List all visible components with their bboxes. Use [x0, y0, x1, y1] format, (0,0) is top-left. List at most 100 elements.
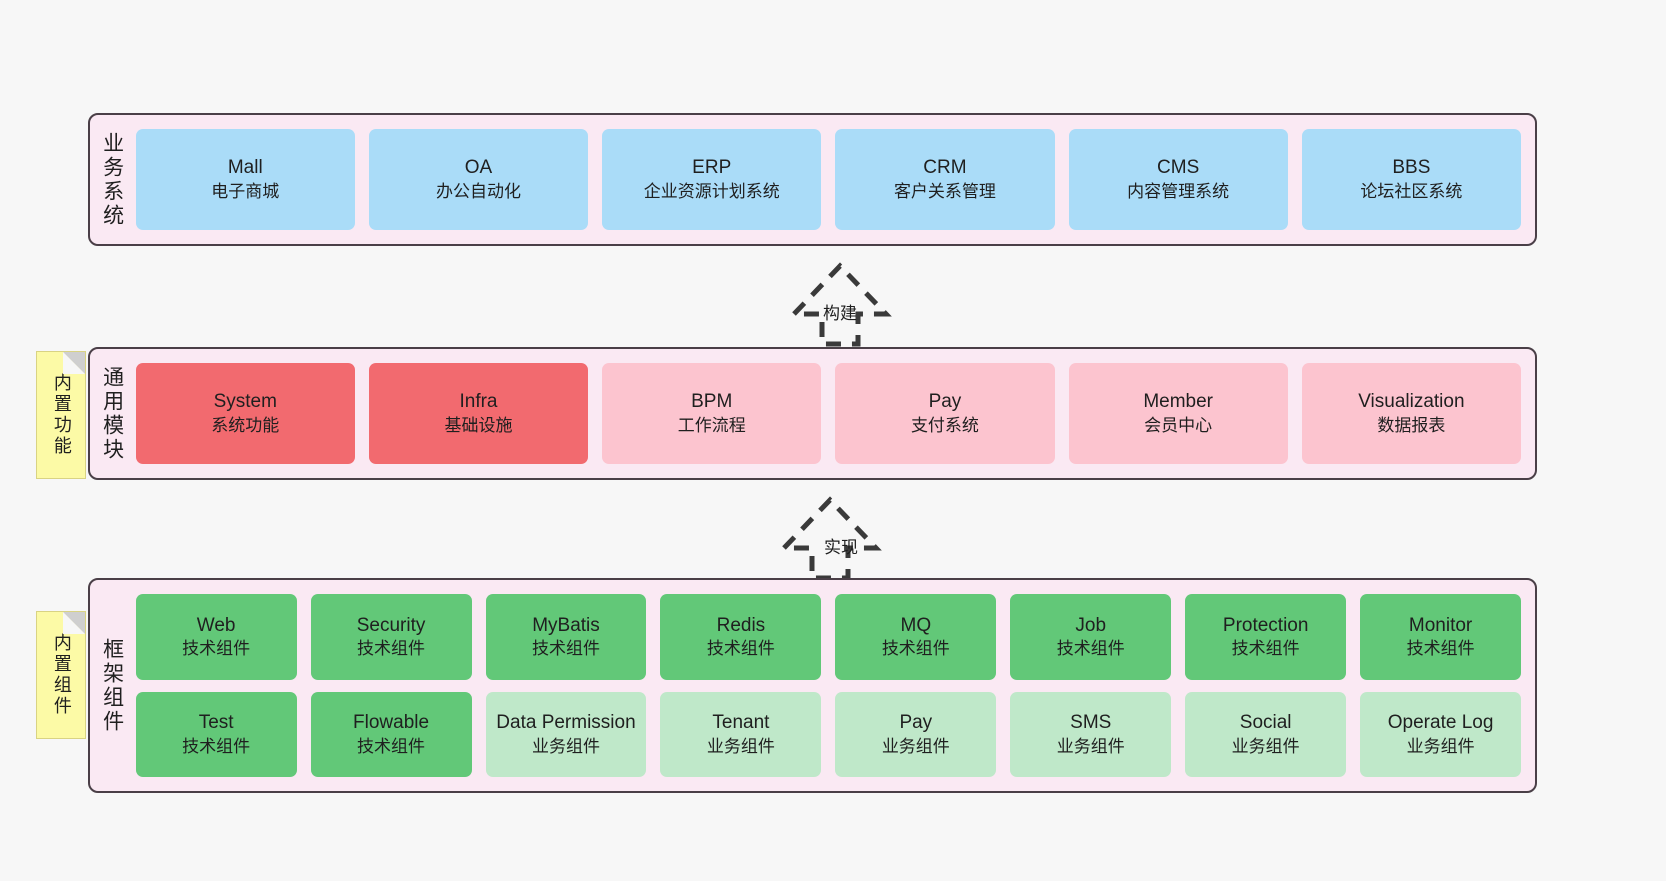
common-card-list: System 系统功能 Infra 基础设施 BPM 工作流程 Pay 支付系统…: [132, 349, 1535, 478]
card-desc: 技术组件: [182, 736, 251, 756]
layer-framework-component: 框架组件 Web 技术组件 Security 技术组件 MyBatis 技术组件…: [88, 578, 1537, 793]
card-title: CMS: [1157, 157, 1200, 179]
arrow-implement: 实现: [757, 490, 947, 582]
card-title: OA: [464, 157, 493, 179]
card-title: MQ: [900, 614, 932, 636]
card-desc: 业务组件: [531, 736, 600, 756]
card-title: Flowable: [353, 712, 430, 734]
card-redis[interactable]: Redis 技术组件: [660, 594, 822, 680]
card-desc: 技术组件: [531, 639, 600, 659]
card-test[interactable]: Test 技术组件: [135, 691, 297, 777]
framework-row-business: Test 技术组件 Flowable 技术组件 Data Permission …: [135, 691, 1522, 777]
card-title: System: [213, 391, 277, 413]
card-desc: 技术组件: [1406, 639, 1475, 659]
card-title: MyBatis: [532, 614, 600, 636]
card-desc: 办公自动化: [436, 181, 521, 201]
card-cms[interactable]: CMS 内容管理系统: [1068, 129, 1288, 230]
card-title: BPM: [691, 391, 733, 413]
card-title: Pay: [928, 391, 962, 413]
card-desc: 技术组件: [1231, 639, 1300, 659]
card-desc: 基础设施: [444, 415, 513, 435]
arrow-up-dashed-icon: [788, 262, 892, 347]
sticky-note-builtin-function: 内置功能: [36, 351, 86, 479]
card-desc: 技术组件: [357, 736, 426, 756]
card-security[interactable]: Security 技术组件: [310, 594, 472, 680]
card-data-permission[interactable]: Data Permission 业务组件: [485, 691, 647, 777]
card-protection[interactable]: Protection 技术组件: [1185, 594, 1347, 680]
card-title: Redis: [716, 614, 766, 636]
card-desc: 工作流程: [677, 415, 746, 435]
card-system[interactable]: System 系统功能: [135, 363, 355, 464]
card-mq[interactable]: MQ 技术组件: [835, 594, 997, 680]
card-title: Pay: [899, 712, 933, 734]
fold-corner-icon: [63, 612, 85, 634]
card-visualization[interactable]: Visualization 数据报表: [1301, 363, 1521, 464]
card-pay-business[interactable]: Pay 业务组件: [835, 691, 997, 777]
card-desc: 论坛社区系统: [1360, 181, 1463, 201]
card-member[interactable]: Member 会员中心: [1068, 363, 1288, 464]
card-monitor[interactable]: Monitor 技术组件: [1360, 594, 1522, 680]
card-crm[interactable]: CRM 客户关系管理: [835, 129, 1055, 230]
card-web[interactable]: Web 技术组件: [135, 594, 297, 680]
framework-row-tech: Web 技术组件 Security 技术组件 MyBatis 技术组件 Redi…: [135, 594, 1522, 680]
card-desc: 内容管理系统: [1127, 181, 1230, 201]
card-desc: 客户关系管理: [893, 181, 996, 201]
card-desc: 电子商城: [211, 181, 280, 201]
card-title: Monitor: [1408, 614, 1473, 636]
card-flowable[interactable]: Flowable 技术组件: [310, 691, 472, 777]
sticky-label: 内置功能: [51, 373, 72, 457]
card-sms[interactable]: SMS 业务组件: [1010, 691, 1172, 777]
card-job[interactable]: Job 技术组件: [1010, 594, 1172, 680]
fold-corner-icon: [63, 352, 85, 374]
card-mall[interactable]: Mall 电子商城: [135, 129, 355, 230]
card-title: Operate Log: [1387, 712, 1494, 734]
layer-title-framework: 框架组件: [100, 637, 124, 734]
arrow-build: 构建: [745, 256, 935, 348]
card-desc: 业务组件: [1056, 736, 1125, 756]
card-mybatis[interactable]: MyBatis 技术组件: [485, 594, 647, 680]
card-desc: 技术组件: [182, 639, 251, 659]
sticky-label: 内置组件: [51, 633, 72, 717]
card-title: Tenant: [712, 712, 770, 734]
card-erp[interactable]: ERP 企业资源计划系统: [602, 129, 822, 230]
card-title: SMS: [1070, 712, 1112, 734]
card-title: Visualization: [1358, 391, 1465, 413]
card-bpm[interactable]: BPM 工作流程: [602, 363, 822, 464]
card-title: Member: [1143, 391, 1213, 413]
card-title: BBS: [1392, 157, 1431, 179]
card-desc: 技术组件: [706, 639, 775, 659]
card-title: Mall: [227, 157, 263, 179]
card-title: Protection: [1222, 614, 1309, 636]
sticky-note-builtin-component: 内置组件: [36, 611, 86, 739]
card-title: Job: [1075, 614, 1107, 636]
card-title: Data Permission: [496, 712, 636, 734]
layer-common-module: 通用模块 System 系统功能 Infra 基础设施 BPM 工作流程 Pay…: [88, 347, 1537, 480]
card-infra[interactable]: Infra 基础设施: [368, 363, 589, 464]
card-desc: 系统功能: [211, 415, 280, 435]
card-desc: 技术组件: [881, 639, 950, 659]
card-bbs[interactable]: BBS 论坛社区系统: [1301, 129, 1521, 230]
card-desc: 数据报表: [1377, 415, 1446, 435]
card-title: Test: [198, 712, 234, 734]
card-title: Social: [1239, 712, 1292, 734]
card-title: Security: [356, 614, 426, 636]
card-desc: 会员中心: [1144, 415, 1213, 435]
card-desc: 业务组件: [706, 736, 775, 756]
card-title: Web: [196, 614, 236, 636]
card-title: CRM: [923, 157, 967, 179]
card-pay[interactable]: Pay 支付系统: [835, 363, 1055, 464]
card-social[interactable]: Social 业务组件: [1185, 691, 1347, 777]
card-desc: 技术组件: [357, 639, 426, 659]
card-title: Infra: [459, 391, 498, 413]
card-desc: 业务组件: [1231, 736, 1300, 756]
card-desc: 企业资源计划系统: [643, 181, 780, 201]
card-oa[interactable]: OA 办公自动化: [368, 129, 589, 230]
business-card-list: Mall 电子商城 OA 办公自动化 ERP 企业资源计划系统 CRM 客户关系…: [132, 115, 1535, 244]
card-tenant[interactable]: Tenant 业务组件: [660, 691, 822, 777]
framework-card-grid: Web 技术组件 Security 技术组件 MyBatis 技术组件 Redi…: [132, 580, 1535, 791]
layer-title-common: 通用模块: [100, 365, 124, 462]
card-desc: 技术组件: [1056, 639, 1125, 659]
arrow-up-dashed-icon: [778, 496, 882, 581]
card-title: ERP: [692, 157, 732, 179]
card-operate-log[interactable]: Operate Log 业务组件: [1360, 691, 1522, 777]
